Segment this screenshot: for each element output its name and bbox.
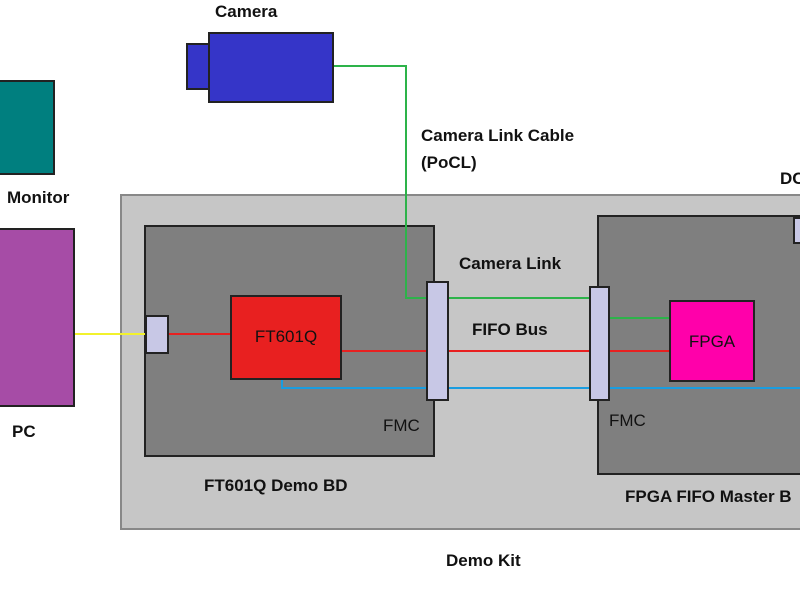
fmc-right-label: FMC xyxy=(609,411,646,430)
dc-label: DC xyxy=(780,169,800,188)
camera-link-label: Camera Link xyxy=(459,254,562,273)
fifo-bus-label: FIFO Bus xyxy=(472,320,548,339)
camera-link-cable-wire xyxy=(334,65,427,299)
fpga-board-label: FPGA FIFO Master B xyxy=(625,487,792,506)
camera-link-cable-sublabel: (PoCL) xyxy=(421,153,477,172)
fmc-left-label: FMC xyxy=(383,416,420,435)
pc-label: PC xyxy=(12,422,36,441)
monitor-label: Monitor xyxy=(7,188,70,207)
fpga-chip-label: FPGA xyxy=(689,332,736,351)
camera-label: Camera xyxy=(215,2,278,21)
fmc-connector-left xyxy=(426,281,449,401)
monitor-box xyxy=(0,80,55,175)
camera-lens xyxy=(186,43,210,90)
ft601q-board-label: FT601Q Demo BD xyxy=(204,476,348,495)
ft601q-chip xyxy=(230,295,342,380)
ft601q-chip-label: FT601Q xyxy=(255,327,317,346)
fmc-connector-right xyxy=(589,286,610,401)
dc-connector xyxy=(793,217,800,244)
camera-link-cable-label: Camera Link Cable xyxy=(421,126,574,145)
camera-body xyxy=(208,32,334,103)
pc-box xyxy=(0,228,75,407)
fpga-chip xyxy=(669,300,755,382)
blue-wire-left xyxy=(281,379,427,389)
demo-kit-label: Demo Kit xyxy=(446,551,521,570)
usb-connector xyxy=(145,315,169,354)
